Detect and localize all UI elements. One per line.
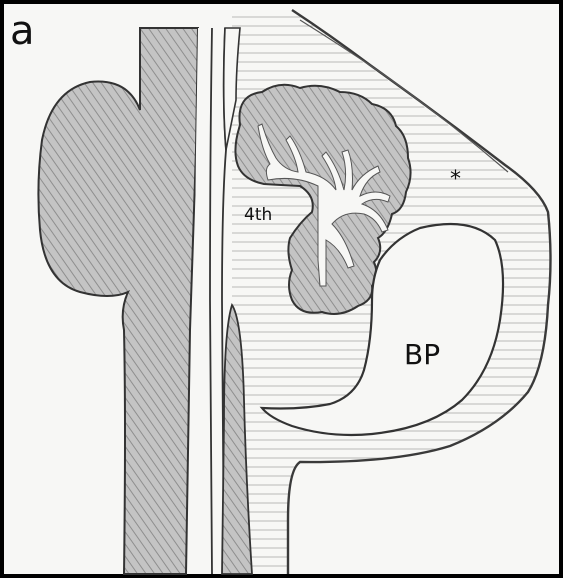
panel-letter: a xyxy=(10,8,35,54)
fourth-ventricle-label: 4th xyxy=(244,205,272,225)
asterisk-marker: * xyxy=(450,167,461,192)
blake-pouch-label: BP xyxy=(404,338,440,371)
